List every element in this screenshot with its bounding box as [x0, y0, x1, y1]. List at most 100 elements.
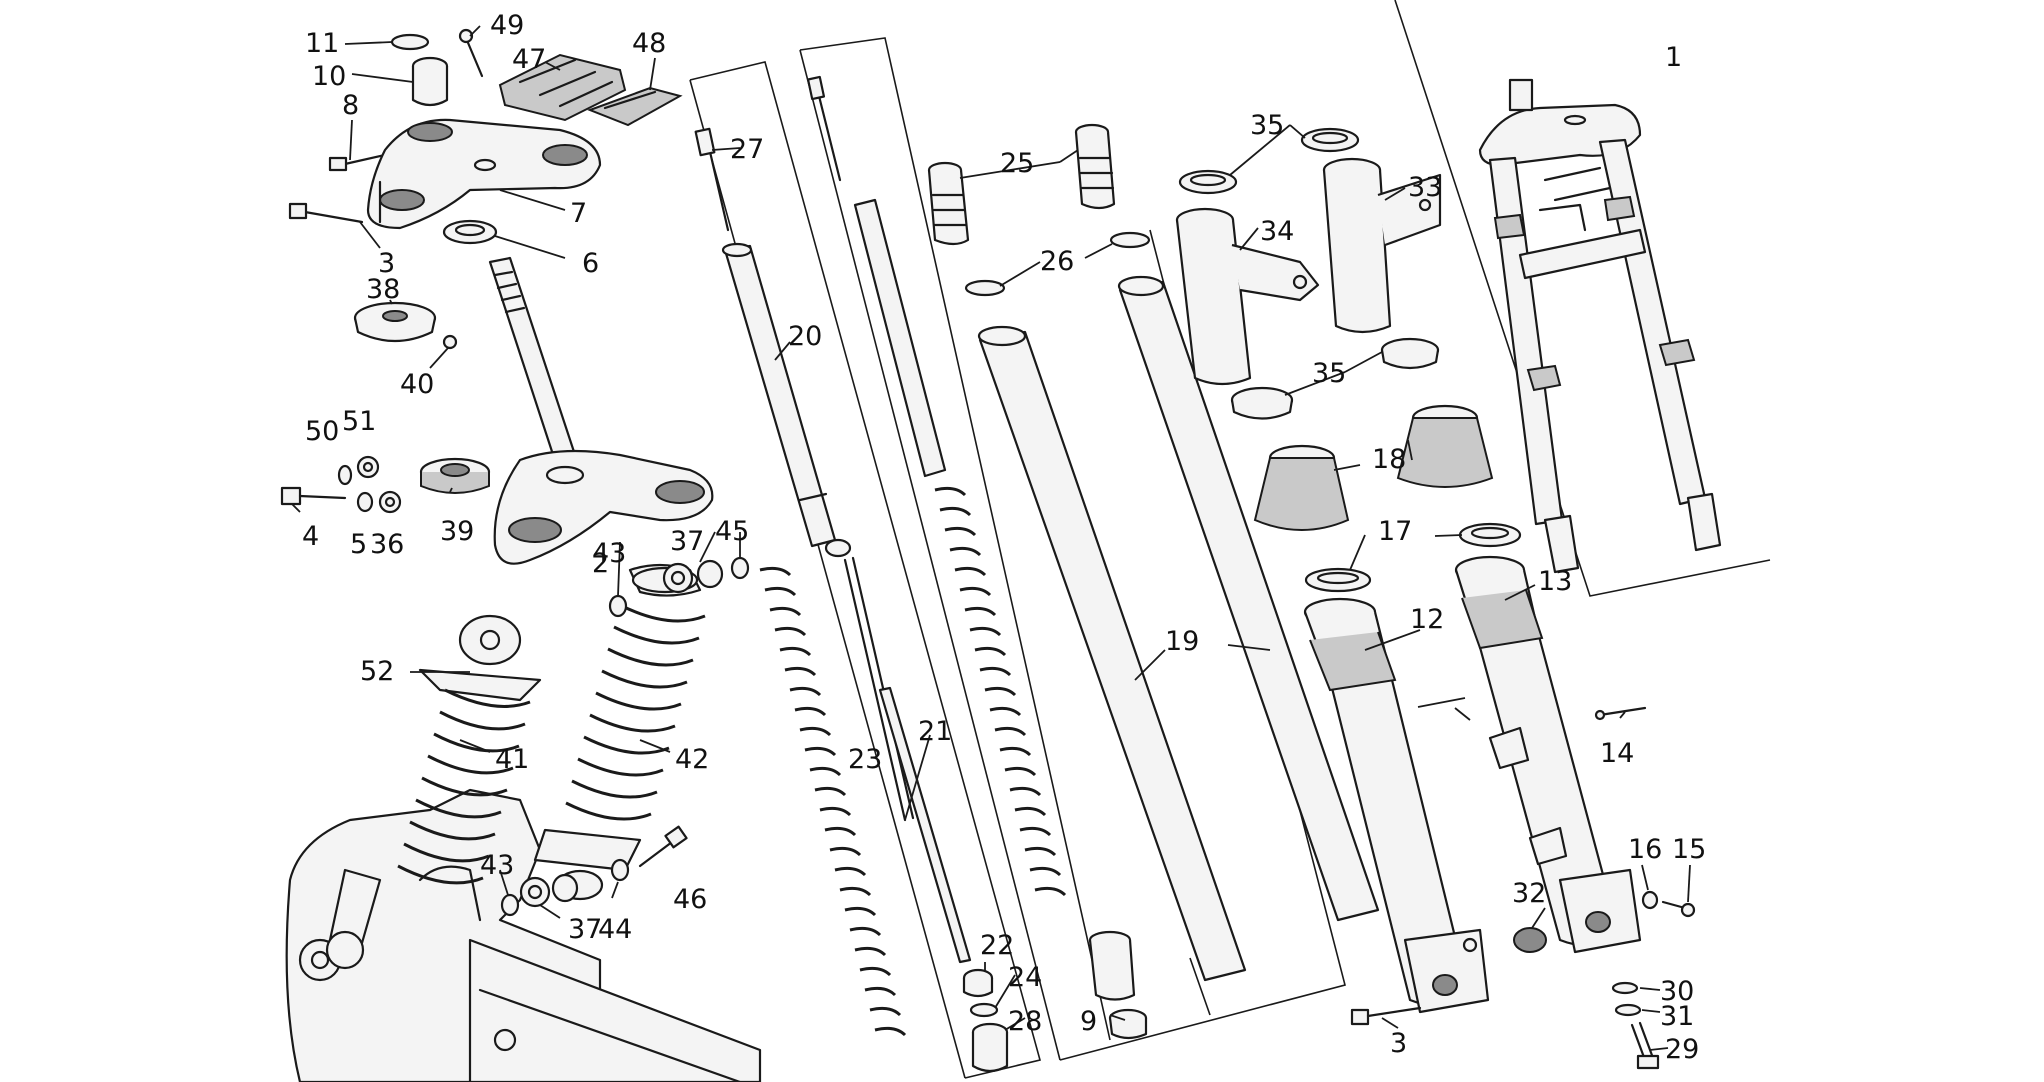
- callout-12: 12: [1410, 604, 1444, 635]
- callout-29: 29: [1665, 1034, 1699, 1065]
- part-25-cap-left: [927, 161, 970, 246]
- part-43-washer-lower: [500, 893, 520, 917]
- callout-16: 16: [1628, 834, 1662, 865]
- part-37-bushing-lower: [519, 873, 579, 908]
- part-25-cap-right: [1074, 123, 1116, 210]
- part-47-rubber-block: [498, 53, 627, 122]
- callout-labels: 1 2 3 3 4 5 6 7 8 9 10 11 12 13 14 15 16…: [302, 10, 1706, 1065]
- callout-48: 48: [632, 28, 666, 59]
- part-6-ring-nut: [442, 219, 498, 245]
- part-19-stanchion-left: [977, 325, 1247, 982]
- callout-9: 9: [1080, 1006, 1097, 1037]
- callout-3: 3: [378, 248, 395, 279]
- callout-13: 13: [1538, 566, 1572, 597]
- part-26-o-ring-right: [1109, 231, 1151, 249]
- part-36-nut: [378, 490, 402, 514]
- callout-10: 10: [312, 61, 346, 92]
- callout-21: 21: [918, 716, 952, 747]
- callout-35: 35: [1250, 110, 1284, 141]
- part-5-washer: [356, 491, 374, 513]
- part-43-washer-upper: [608, 594, 628, 618]
- part-46-bolt: [638, 825, 688, 868]
- callout-31: 31: [1660, 1001, 1694, 1032]
- callout-6: 6: [582, 248, 599, 279]
- callout-19: 19: [1165, 626, 1199, 657]
- part-3-bolt: [288, 180, 382, 224]
- part-49-screw: [458, 28, 484, 78]
- callout-33: 33: [1408, 172, 1442, 203]
- callout-14: 14: [1600, 738, 1634, 769]
- part-38-dust-cover: [353, 301, 437, 342]
- part-33-cover-right: [1322, 157, 1442, 334]
- part-22-nut: [962, 968, 994, 998]
- part-32-plug: [1513, 927, 1547, 953]
- part-34-cover-left: [1175, 207, 1320, 386]
- part-37-bushing-upper: [662, 559, 724, 594]
- callout-43: 43: [592, 538, 626, 569]
- part-18-gaiter-left: [1253, 444, 1350, 531]
- callout-18: 18: [1372, 444, 1406, 475]
- part-28-bushing: [971, 1022, 1009, 1073]
- fork-tubes: [927, 123, 1380, 1040]
- part-9-bushing-lower: [1108, 1008, 1148, 1040]
- part-18-gaiter-right: [1396, 404, 1494, 488]
- callout-30: 30: [1660, 976, 1694, 1007]
- part-35-seal-top-left: [1178, 169, 1238, 195]
- part-39-bearing: [419, 457, 491, 494]
- callout-44: 44: [598, 914, 632, 945]
- part-51-nut: [356, 455, 380, 479]
- top-yoke-assembly: [280, 28, 714, 565]
- callout-11: 11: [305, 28, 339, 59]
- part-41-shock-spring: [397, 688, 531, 885]
- part-27-rod: [694, 127, 730, 232]
- part-35-seal-bottom-left: [1230, 386, 1294, 420]
- callout-34: 34: [1260, 216, 1294, 247]
- callout-38: 38: [366, 274, 400, 305]
- fork-covers-and-sliders: [1175, 127, 1696, 1070]
- callout-8: 8: [342, 90, 359, 121]
- callout-36: 36: [370, 529, 404, 560]
- callout-26: 26: [1040, 246, 1074, 277]
- callout-37: 37: [568, 914, 602, 945]
- part-26-o-ring-left: [964, 279, 1006, 297]
- callout-39: 39: [440, 516, 474, 547]
- part-20-damper-tube: [721, 242, 852, 558]
- part-14-pin: [1594, 706, 1647, 721]
- rear-suspension: [285, 556, 762, 1082]
- part-19-stanchion-right: [1117, 275, 1380, 922]
- callout-22: 22: [980, 930, 1014, 961]
- callout-37: 37: [670, 526, 704, 557]
- part-7-top-yoke: [366, 118, 602, 230]
- part-21-damper-rod: [843, 556, 972, 964]
- part-35-seal-bottom-right: [1380, 337, 1440, 370]
- part-31-washer: [1614, 1003, 1642, 1017]
- callout-5: 5: [350, 529, 367, 560]
- part-1-complete-fork: [1478, 78, 1722, 574]
- part-48-rubber-pad: [587, 86, 683, 127]
- callout-25: 25: [1000, 148, 1034, 179]
- callout-32: 32: [1512, 878, 1546, 909]
- callout-1: 1: [1665, 42, 1682, 73]
- callout-24: 24: [1008, 962, 1042, 993]
- part-11-seal: [390, 33, 430, 51]
- callout-42: 42: [675, 744, 709, 775]
- part-4-bolt: [280, 486, 347, 506]
- callout-41: 41: [495, 744, 529, 775]
- leader-lines: [291, 25, 1691, 1051]
- callout-7: 7: [570, 198, 587, 229]
- part-50-washer: [337, 464, 353, 486]
- part-3-axle-bolt: [1350, 1006, 1422, 1026]
- part-10-bushing: [411, 56, 449, 107]
- callout-3: 3: [1390, 1028, 1407, 1059]
- callout-23: 23: [848, 744, 882, 775]
- part-35-seal-top-right: [1300, 127, 1360, 153]
- part-44-washer: [610, 858, 630, 882]
- callout-4: 4: [302, 521, 319, 552]
- callout-17: 17: [1378, 516, 1412, 547]
- part-17-seal-left: [1304, 567, 1372, 593]
- part-30-washer: [1611, 981, 1639, 995]
- part-17-seal-right: [1458, 522, 1522, 548]
- part-16-washer: [1641, 890, 1659, 910]
- callout-47: 47: [512, 44, 546, 75]
- part-29-bolt: [1630, 1021, 1660, 1070]
